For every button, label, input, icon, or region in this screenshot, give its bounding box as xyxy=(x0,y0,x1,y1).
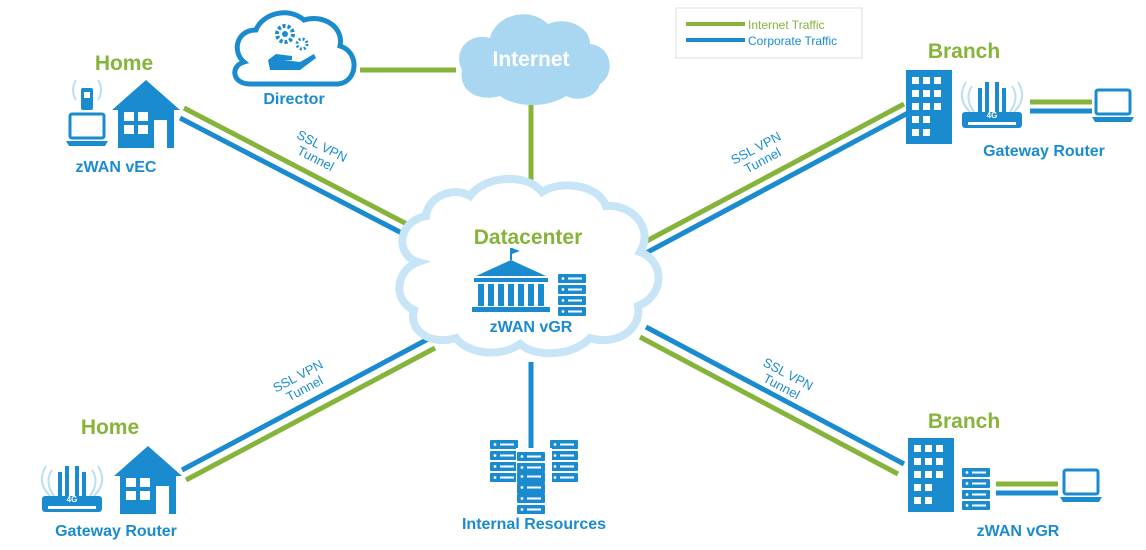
router-icon: 4G xyxy=(960,81,1024,129)
legend: Internet Traffic Corporate Traffic xyxy=(675,7,863,59)
legend-corporate-label: Corporate Traffic xyxy=(748,34,837,48)
home-top-title: Home xyxy=(95,52,153,75)
internal-resources-node: Internal Resources xyxy=(462,440,606,533)
internet-label: Internet xyxy=(492,48,569,71)
house-icon xyxy=(114,446,182,514)
datacenter-device-label: zWAN vGR xyxy=(490,319,573,336)
connection-lines xyxy=(178,67,1092,496)
branch-bottom-device-label: zWAN vGR xyxy=(977,523,1060,540)
router-icon: 4G xyxy=(40,465,104,513)
cloud-icon xyxy=(459,14,610,105)
director-node: Director xyxy=(232,10,357,108)
laptop-icon xyxy=(64,112,110,148)
usb-modem-icon xyxy=(72,79,102,110)
house-icon xyxy=(112,80,180,148)
home-bottom-device-label: Gateway Router xyxy=(55,523,177,540)
datacenter-node: Datacenter zWAN vGR xyxy=(395,175,663,358)
branch-top-node: Branch 4G Gateway Router xyxy=(906,40,1136,160)
cloud-icon xyxy=(232,10,357,87)
svg-text:4G: 4G xyxy=(67,495,78,504)
internal-resources-label: Internal Resources xyxy=(462,516,606,533)
home-bottom-title: Home xyxy=(81,416,139,439)
director-label: Director xyxy=(263,91,324,108)
home-top-device-label: zWAN vEC xyxy=(76,159,157,176)
server-icon xyxy=(550,440,578,482)
tunnel-label-bottom-left: SSL VPN Tunnel xyxy=(270,357,325,405)
laptop-icon xyxy=(1058,468,1104,504)
branch-bottom-node: Branch zWAN vGR xyxy=(908,410,1104,540)
svg-text:4G: 4G xyxy=(987,111,998,120)
branch-top-device-label: Gateway Router xyxy=(983,143,1105,160)
legend-internet-label: Internet Traffic xyxy=(748,18,824,32)
home-bottom-node: Home 4G Gateway Router xyxy=(40,416,182,540)
building-icon xyxy=(908,438,954,512)
internet-cloud: Internet xyxy=(459,14,610,105)
datacenter-title: Datacenter xyxy=(474,226,583,249)
gear-hand-icon xyxy=(268,24,316,70)
cloud-icon xyxy=(395,175,663,358)
server-icon xyxy=(962,468,990,510)
laptop-icon xyxy=(1090,88,1136,124)
tunnel-label-top-left: SSL VPN Tunnel xyxy=(294,127,349,174)
datacenter-building-icon xyxy=(472,248,550,312)
branch-bottom-title: Branch xyxy=(928,410,1000,433)
branch-top-title: Branch xyxy=(928,40,1000,63)
server-icon xyxy=(516,448,552,514)
building-icon xyxy=(906,70,952,144)
home-top-node: Home zWAN vEC xyxy=(64,52,180,176)
server-icon xyxy=(490,440,518,482)
